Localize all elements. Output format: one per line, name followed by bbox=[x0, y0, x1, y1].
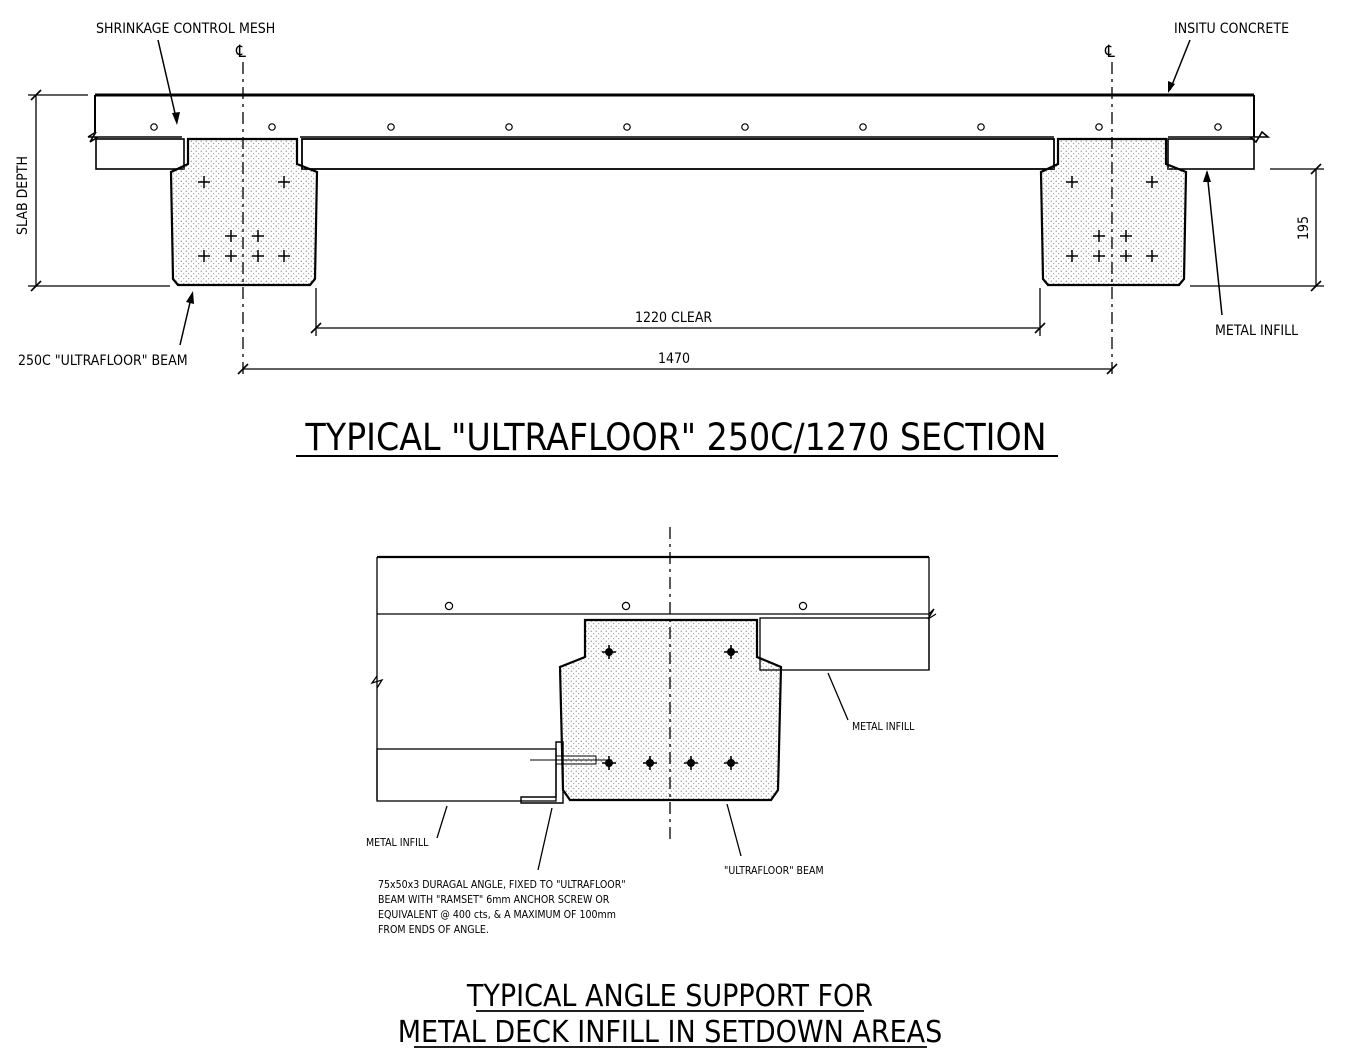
insitu-concrete-label: INSITU CONCRETE bbox=[1174, 21, 1289, 37]
metal-infill-main-panel bbox=[301, 138, 1055, 170]
leader-metal-infill-right bbox=[827, 672, 849, 721]
clear-span-dimension: 1220 CLEAR bbox=[310, 288, 1046, 336]
metal-infill-label: METAL INFILL bbox=[1215, 323, 1298, 339]
slab-depth-dimension: SLAB DEPTH bbox=[15, 89, 170, 292]
detail-break-left bbox=[370, 675, 384, 689]
detail-mesh-bars bbox=[444, 601, 808, 611]
mesh-label: SHRINKAGE CONTROL MESH bbox=[96, 21, 275, 37]
ultrafloor-section: ℄ ℄ SLAB DEPTH 195 1220 CLEAR bbox=[15, 21, 1324, 459]
leader-metal-infill-left bbox=[436, 805, 448, 839]
detail-beam-label: "ULTRAFLOOR" BEAM bbox=[724, 865, 824, 877]
break-left bbox=[87, 131, 182, 143]
angle-note-line-3: EQUIVALENT @ 400 cts, & A MAXIMUM OF 100… bbox=[378, 909, 616, 921]
clear-span-label: 1220 CLEAR bbox=[635, 310, 712, 326]
metal-infill-right-panel bbox=[1167, 138, 1255, 170]
centerline-symbol-right: ℄ bbox=[1104, 42, 1115, 62]
detail-metal-infill-right bbox=[759, 617, 930, 671]
detail-mesh-line bbox=[377, 608, 937, 620]
detail-metal-infill-left bbox=[376, 748, 557, 802]
metal-infill-left-panel bbox=[95, 138, 185, 170]
depth-195-label: 195 bbox=[1296, 216, 1312, 240]
duragal-angle bbox=[520, 741, 564, 804]
beam-label: 250C "ULTRAFLOOR" BEAM bbox=[18, 353, 188, 369]
section-title: TYPICAL "ULTRAFLOOR" 250C/1270 SECTION bbox=[304, 416, 1046, 459]
anchor-screw bbox=[530, 755, 612, 765]
detail-title-line-1: TYPICAL ANGLE SUPPORT FOR bbox=[466, 979, 873, 1014]
detail-metal-infill-left-label: METAL INFILL bbox=[366, 837, 429, 849]
centerline-symbol-left: ℄ bbox=[235, 42, 246, 62]
angle-note-line-1: 75x50x3 DURAGAL ANGLE, FIXED TO "ULTRAFL… bbox=[378, 879, 626, 891]
slab-depth-label: SLAB DEPTH bbox=[15, 156, 31, 235]
angle-note: 75x50x3 DURAGAL ANGLE, FIXED TO "ULTRAFL… bbox=[378, 879, 626, 936]
angle-support-detail: METAL INFILL METAL INFILL "ULTRAFLOOR" B… bbox=[366, 527, 942, 1050]
detail-reinforcement-dots bbox=[605, 648, 735, 767]
leader-angle bbox=[537, 807, 553, 871]
reinforcement-right bbox=[1066, 176, 1158, 262]
leaders-top bbox=[157, 39, 1223, 346]
ultrafloor-beam-right bbox=[1039, 137, 1188, 287]
mesh-bars bbox=[150, 123, 1222, 131]
centres-dimension: 1470 bbox=[237, 351, 1118, 375]
ultrafloor-beam-left bbox=[169, 137, 319, 287]
angle-note-line-4: FROM ENDS OF ANGLE. bbox=[378, 924, 489, 936]
detail-title-line-2: METAL DECK INFILL IN SETDOWN AREAS bbox=[398, 1015, 942, 1050]
detail-metal-infill-right-label: METAL INFILL bbox=[852, 721, 915, 733]
depth-195-dimension: 195 bbox=[1190, 163, 1324, 292]
angle-note-line-2: BEAM WITH "RAMSET" 6mm ANCHOR SCREW OR bbox=[378, 894, 610, 906]
leader-beam bbox=[726, 803, 742, 857]
reinforcement-left bbox=[198, 176, 290, 262]
centres-label: 1470 bbox=[658, 351, 690, 367]
